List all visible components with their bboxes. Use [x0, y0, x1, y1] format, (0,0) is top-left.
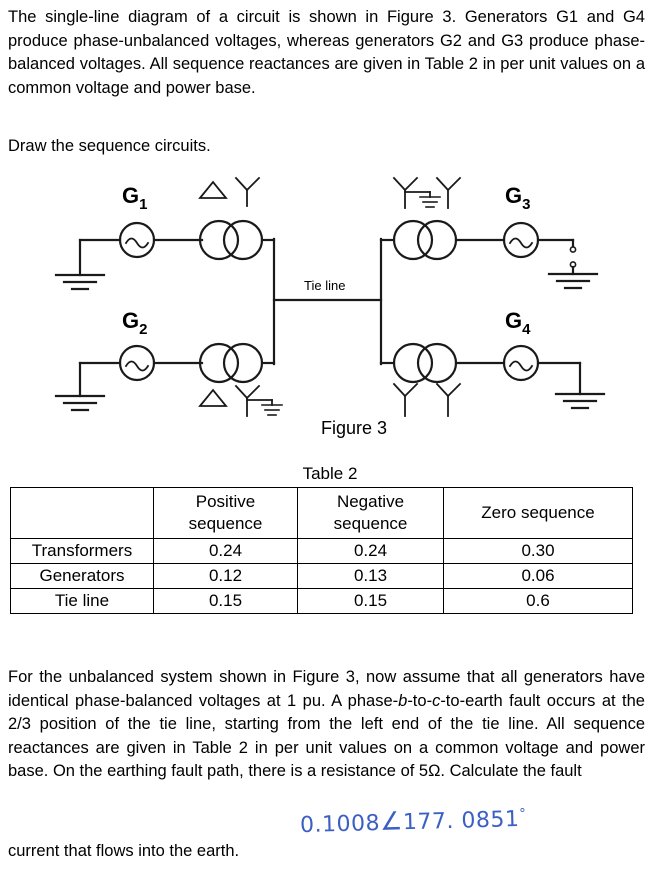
g1-label: G1 [122, 183, 147, 213]
degree-symbol-icon: ° [519, 806, 527, 822]
t1-winding-primary [198, 219, 240, 261]
row-label-transformers: Transformers [10, 538, 154, 564]
header-negative-line2: sequence [333, 514, 408, 533]
g4-symbol-circle [502, 344, 540, 382]
intro-instruction: Draw the sequence circuits. [8, 137, 211, 155]
sequence-reactance-table: Positive sequence Negative sequence Zero… [10, 487, 633, 614]
header-negative-line1: Negative [336, 492, 405, 511]
g4-sine-glyph [508, 360, 534, 372]
t2-wye-grounded-symbol [234, 384, 283, 417]
single-line-diagram-svg: G1 G2 G3 G4 Tie line [54, 176, 606, 417]
fault-phase-c: c [432, 691, 441, 710]
t3-winding-primary [392, 219, 434, 261]
angle-symbol-icon: ∠ [379, 806, 404, 836]
g2-label: G2 [122, 308, 147, 338]
table-header-positive-sequence: Positive sequence [153, 487, 298, 539]
table-title: Table 2 [0, 464, 652, 484]
t4-wye-symbol-primary [392, 382, 419, 417]
figure-3-circuit-diagram: G1 G2 G3 G4 Tie line [0, 168, 652, 418]
t1-winding-secondary [222, 219, 264, 261]
header-positive-line1: Positive [195, 492, 256, 511]
fault-text-part3: -to-earth fault occurs at the 2/3 positi… [8, 691, 645, 781]
table-row: Generators 0.12 0.13 0.06 [10, 563, 633, 589]
cell-transformers-zero: 0.30 [443, 538, 633, 564]
fault-phase-b: b [398, 691, 408, 710]
g4-earth-symbol [554, 392, 606, 410]
table-title-text: Table 2 [302, 464, 358, 483]
t1-delta-symbol [198, 180, 228, 199]
t2-winding-primary [198, 342, 240, 384]
row-label-generators: Generators [10, 563, 154, 589]
header-positive-line2: sequence [188, 514, 263, 533]
g2-earth-symbol [54, 394, 106, 412]
cell-generators-zero: 0.06 [443, 563, 633, 589]
cell-tie-line-positive: 0.15 [153, 588, 298, 614]
g2-symbol-circle [118, 344, 156, 382]
handwritten-answer-annotation: 0.1008∠177. 0851° [300, 803, 527, 838]
g3-sine-glyph [508, 237, 534, 249]
header-zero-line1: Zero sequence [481, 503, 595, 522]
g1-earth-symbol [54, 273, 106, 291]
table-row: Transformers 0.24 0.24 0.30 [10, 538, 633, 564]
g1-sine-glyph [124, 237, 150, 249]
g1-symbol-circle [118, 221, 156, 259]
cell-transformers-negative: 0.24 [297, 538, 444, 564]
t3-winding-secondary [416, 219, 458, 261]
fault-text-part1: For the unbalanced system shown in Figur… [8, 668, 645, 710]
table-header-negative-sequence: Negative sequence [297, 487, 444, 539]
table-header-row: Positive sequence Negative sequence Zero… [10, 487, 633, 539]
t4-winding-primary [392, 342, 434, 384]
intro-paragraph: The single-line diagram of a circuit is … [8, 8, 645, 97]
figure-caption-text: Figure 3 [320, 418, 388, 438]
g3-earth-symbol [547, 272, 599, 290]
g4-label: G4 [505, 308, 531, 338]
answer-magnitude: 0.1008 [299, 810, 381, 839]
g3-symbol-circle [502, 221, 540, 259]
fault-question-last-line: current that flows into the earth. [8, 842, 240, 860]
t2-delta-symbol [198, 388, 228, 407]
g2-sine-glyph [124, 360, 150, 372]
g3-label: G3 [505, 183, 530, 213]
cell-generators-positive: 0.12 [153, 563, 298, 589]
answer-angle: 177. 0851 [402, 807, 520, 836]
fault-text-part2: -to- [407, 691, 433, 710]
fault-question-paragraph: For the unbalanced system shown in Figur… [8, 666, 645, 784]
figure-caption: Figure 3 [0, 418, 652, 439]
table-header-corner [10, 487, 154, 539]
t4-winding-secondary [416, 342, 458, 384]
t2-winding-secondary [222, 342, 264, 384]
cell-tie-line-negative: 0.15 [297, 588, 444, 614]
cell-transformers-positive: 0.24 [153, 538, 298, 564]
table-header-zero-sequence: Zero sequence [443, 487, 633, 539]
t1-wye-symbol [234, 176, 261, 207]
table-row: Tie line 0.15 0.15 0.6 [10, 588, 633, 614]
cell-generators-negative: 0.13 [297, 563, 444, 589]
t3-wye-symbol [435, 176, 462, 209]
t4-wye-symbol-secondary [435, 382, 462, 417]
tie-line-label: Tie line [304, 278, 345, 293]
row-label-tie-line: Tie line [10, 588, 154, 614]
cell-tie-line-zero: 0.6 [443, 588, 633, 614]
g3-terminal-dot-upper [569, 246, 577, 253]
t3-wye-grounded-symbol [392, 176, 441, 209]
